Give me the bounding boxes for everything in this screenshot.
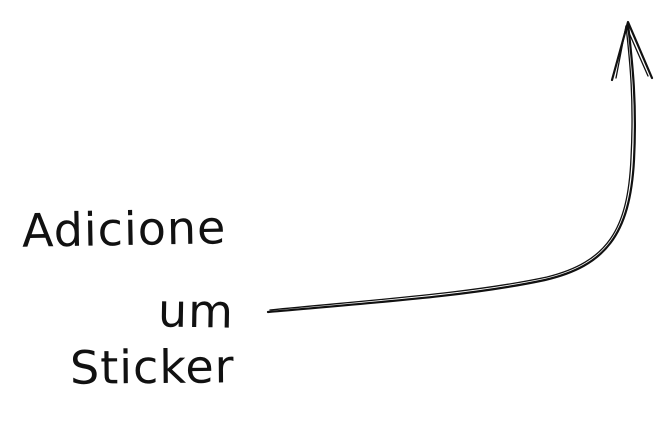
curved-up-arrow-icon [266, 20, 654, 314]
empty-state-canvas: Adicione um Sticker [21, 20, 654, 395]
